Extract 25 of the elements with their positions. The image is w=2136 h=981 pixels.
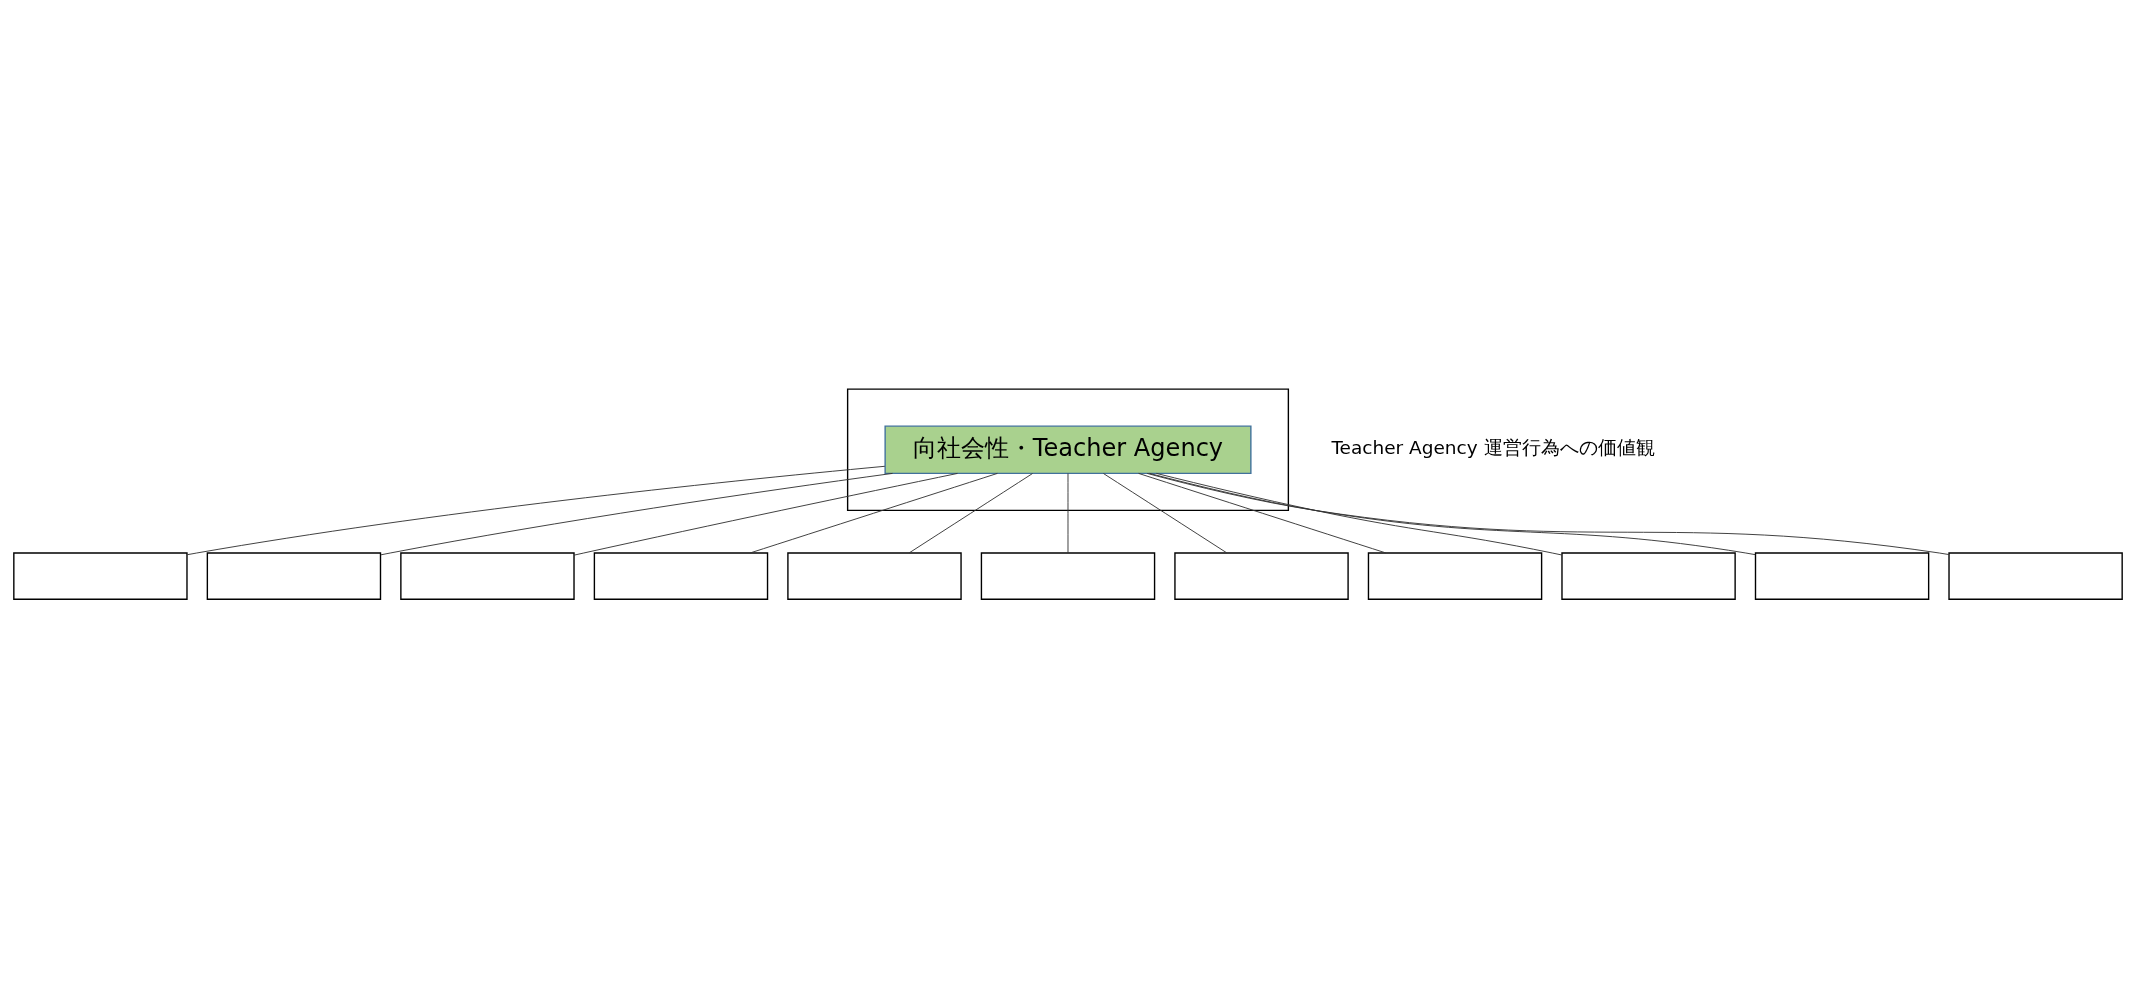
connector xyxy=(573,472,958,556)
connector xyxy=(380,472,893,556)
label: Teacher Agency 運営行為への価値観 xyxy=(1331,437,1655,459)
connector xyxy=(1138,472,1387,554)
node-box xyxy=(1174,552,1349,600)
node-box xyxy=(1754,552,1930,600)
node-box xyxy=(1561,552,1736,600)
node-box: 向社会性・Teacher Agency xyxy=(884,425,1252,475)
node-box xyxy=(400,552,575,600)
cluster xyxy=(846,388,1290,512)
connector xyxy=(1146,472,1950,555)
node-box xyxy=(1367,552,1543,600)
connector xyxy=(1149,472,1756,556)
connector xyxy=(1103,473,1228,554)
connector xyxy=(908,473,1033,554)
node-box xyxy=(13,552,188,600)
connector xyxy=(1067,473,1069,554)
node-box xyxy=(787,552,962,600)
node-box xyxy=(206,552,382,600)
connector xyxy=(186,465,886,556)
node-box xyxy=(980,552,1156,600)
node-box xyxy=(593,552,769,600)
connector xyxy=(1155,472,1563,556)
node-box xyxy=(1948,552,2123,600)
connector xyxy=(749,472,998,554)
